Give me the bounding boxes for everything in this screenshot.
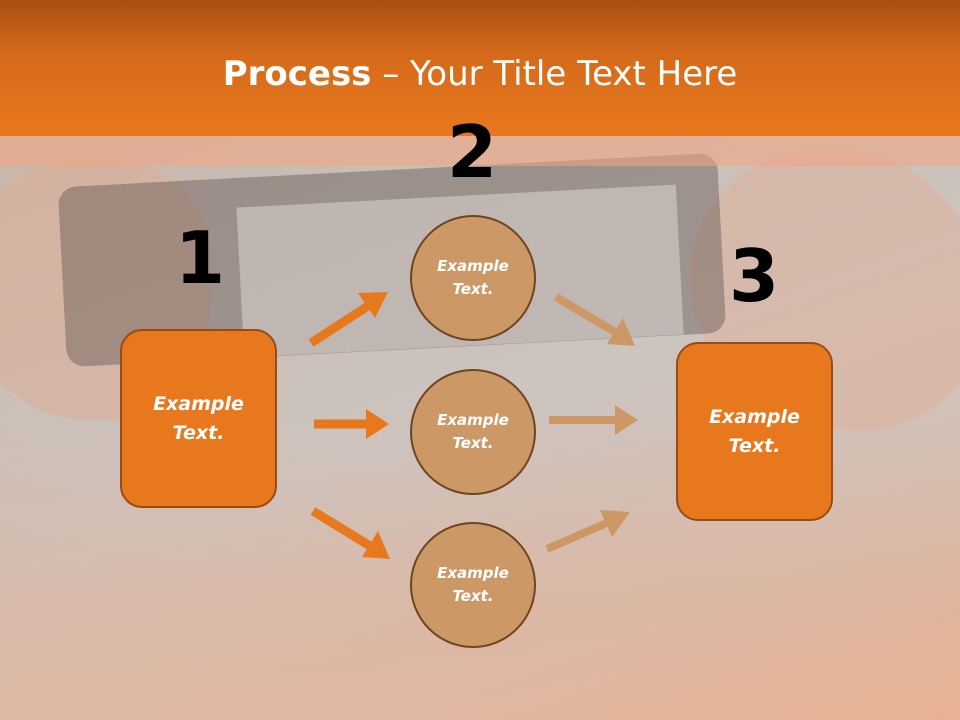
circle-middle-line2: Text. — [452, 434, 494, 452]
title-bold-part: Process — [222, 54, 372, 94]
circle-top-line2: Text. — [452, 280, 494, 298]
slide-title: Process – Your Title Text Here — [0, 52, 960, 96]
step-number-3: 3 — [728, 234, 780, 318]
arrow-left-down — [310, 507, 390, 559]
circle-middle-line1: Example — [437, 411, 509, 429]
start-box-line2: Text. — [172, 421, 225, 444]
arrow-left-mid — [314, 409, 389, 439]
step-number-2: 2 — [446, 110, 498, 194]
end-box-line1: Example — [709, 405, 800, 428]
header-accent-band — [0, 136, 960, 166]
title-rest-part: – Your Title Text Here — [371, 54, 738, 94]
circle-bottom-line1: Example — [437, 564, 509, 582]
start-box-line1: Example — [153, 392, 244, 415]
step-number-1: 1 — [174, 216, 226, 300]
arrow-right-down — [553, 293, 635, 346]
arrow-left-up — [308, 292, 388, 347]
arrow-right-mid — [549, 405, 638, 435]
circle-top-line1: Example — [437, 257, 509, 275]
title-header-bar — [0, 0, 960, 136]
end-box-line2: Text. — [728, 434, 781, 457]
arrow-right-up — [545, 510, 630, 553]
circle-bottom-line2: Text. — [452, 587, 494, 605]
